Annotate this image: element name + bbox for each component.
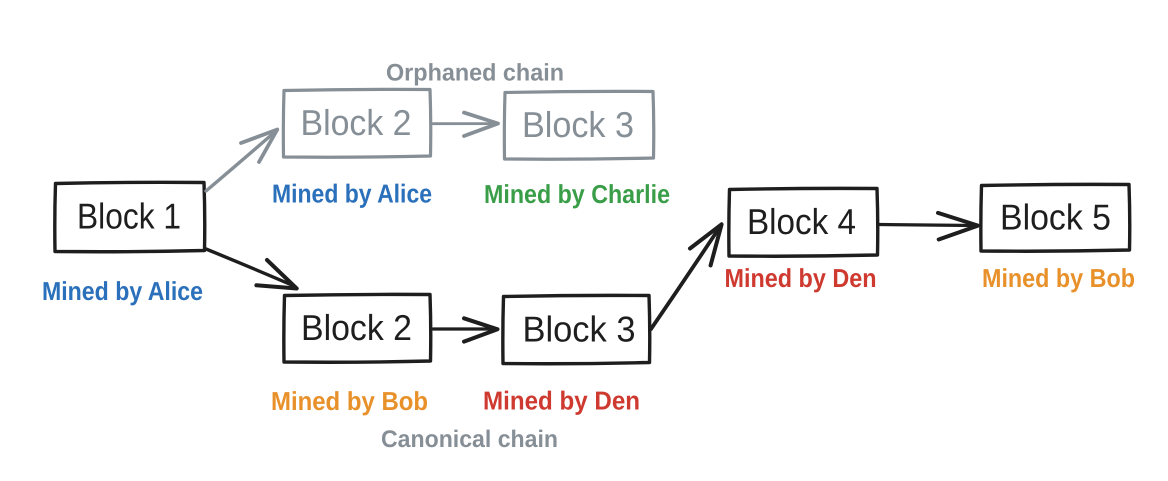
svg-text:Block 5: Block 5 xyxy=(1000,197,1111,238)
svg-text:Block 4: Block 4 xyxy=(747,201,856,242)
svg-text:Mined by Den: Mined by Den xyxy=(483,386,640,416)
svg-text:Block 3: Block 3 xyxy=(522,104,634,145)
svg-text:Block 1: Block 1 xyxy=(77,196,181,237)
svg-text:Block 2: Block 2 xyxy=(301,307,412,348)
svg-text:Mined by Bob: Mined by Bob xyxy=(271,386,428,416)
svg-text:Mined by Charlie: Mined by Charlie xyxy=(484,179,670,209)
svg-text:Mined by Den: Mined by Den xyxy=(725,263,877,293)
svg-text:Block 2: Block 2 xyxy=(301,102,412,143)
svg-text:Mined by Alice: Mined by Alice xyxy=(42,276,203,306)
svg-text:Canonical chain: Canonical chain xyxy=(381,426,558,453)
svg-text:Orphaned chain: Orphaned chain xyxy=(386,60,564,87)
svg-text:Block 3: Block 3 xyxy=(523,309,636,350)
svg-text:Mined by Bob: Mined by Bob xyxy=(982,263,1135,293)
svg-text:Mined by Alice: Mined by Alice xyxy=(272,179,432,209)
